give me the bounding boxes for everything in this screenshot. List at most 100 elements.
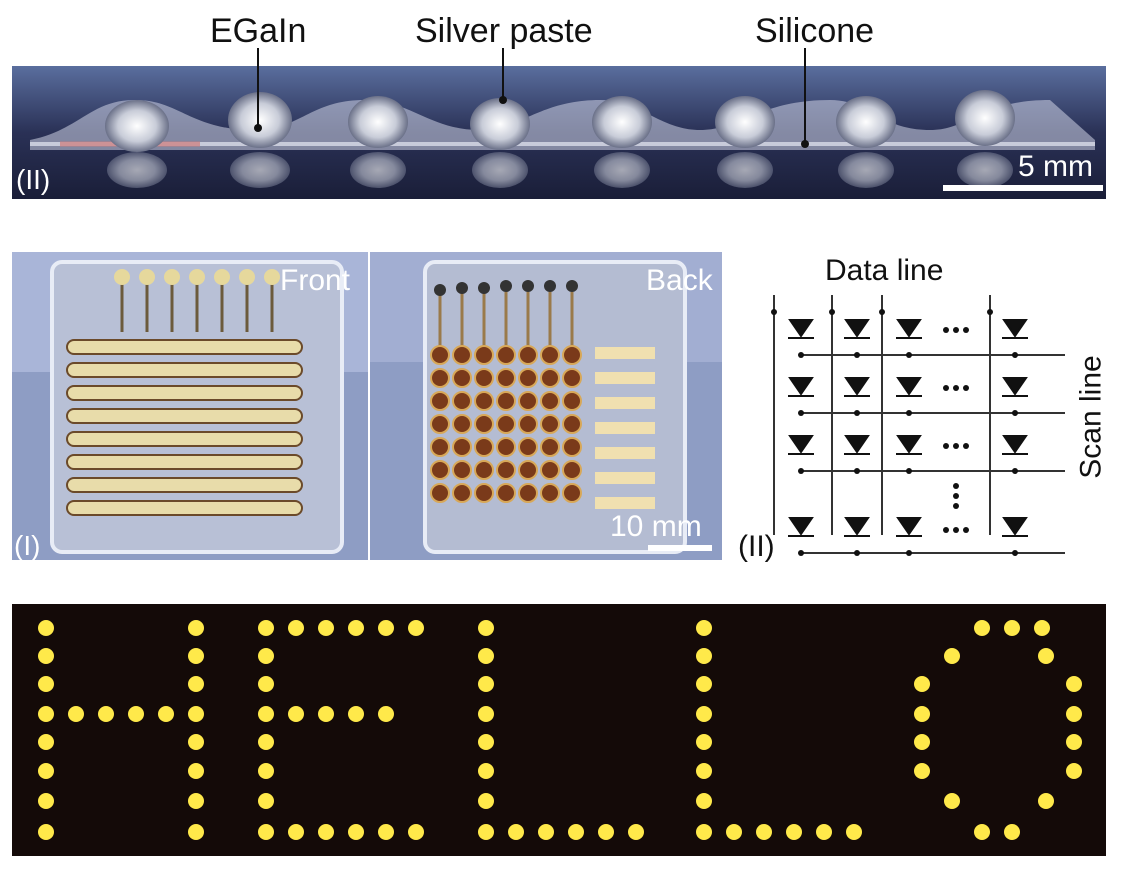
led-dot: [188, 793, 204, 809]
led-dot: [478, 676, 494, 692]
led-dot: [628, 824, 644, 840]
led-dot: [914, 706, 930, 722]
led-dot: [288, 824, 304, 840]
led-dot: [38, 734, 54, 750]
back-label: Back: [646, 264, 713, 297]
front-label: Front: [280, 264, 351, 297]
led-dot: [478, 620, 494, 636]
led-dot: [974, 620, 990, 636]
led-dot: [378, 706, 394, 722]
led-dot: [38, 824, 54, 840]
led-dot: [38, 793, 54, 809]
led-dot: [1004, 620, 1020, 636]
led-dot: [478, 824, 494, 840]
led-dot: [696, 824, 712, 840]
led-dot: [318, 620, 334, 636]
led-dot: [258, 620, 274, 636]
led-dot: [1004, 824, 1020, 840]
led-dot: [1066, 706, 1082, 722]
led-dot: [188, 763, 204, 779]
led-dot: [538, 824, 554, 840]
led-dot: [598, 824, 614, 840]
data-line-label: Data line: [825, 254, 944, 287]
panel-label-middle-left: (I): [14, 530, 41, 561]
led-dot: [816, 824, 832, 840]
led-dot: [318, 824, 334, 840]
led-dot: [258, 763, 274, 779]
led-dot: [1034, 620, 1050, 636]
led-dot: [568, 824, 584, 840]
led-dot: [944, 648, 960, 664]
led-dot: [378, 620, 394, 636]
led-dot: [1066, 676, 1082, 692]
scale-bar-middle: [648, 545, 712, 551]
led-dot: [696, 676, 712, 692]
led-dot: [38, 648, 54, 664]
led-dot: [288, 620, 304, 636]
led-dot: [258, 824, 274, 840]
led-dot: [846, 824, 862, 840]
scale-bar-label-top: 5 mm: [1018, 150, 1093, 183]
front-photo: [12, 252, 368, 560]
led-dot: [258, 676, 274, 692]
led-dot: [1038, 793, 1054, 809]
led-dot: [188, 620, 204, 636]
panel-label-schematic: (II): [738, 530, 775, 563]
led-dot: [98, 706, 114, 722]
led-dot: [726, 824, 742, 840]
led-dot: [38, 706, 54, 722]
led-dot: [478, 706, 494, 722]
back-photo: [370, 252, 722, 560]
led-dot: [696, 706, 712, 722]
led-dot: [318, 706, 334, 722]
led-dot: [756, 824, 772, 840]
led-dot: [1038, 648, 1054, 664]
label-silver-paste: Silver paste: [415, 12, 593, 50]
led-dot: [158, 706, 174, 722]
led-dot: [696, 793, 712, 809]
led-dot: [188, 734, 204, 750]
led-dot: [188, 824, 204, 840]
led-dot: [38, 676, 54, 692]
led-dot: [944, 793, 960, 809]
led-dot: [258, 793, 274, 809]
led-dot: [696, 734, 712, 750]
led-dot: [696, 648, 712, 664]
led-dot: [68, 706, 84, 722]
led-dot: [478, 763, 494, 779]
led-dot: [348, 620, 364, 636]
led-dot: [478, 793, 494, 809]
led-dot: [786, 824, 802, 840]
led-dot: [914, 763, 930, 779]
led-dot: [378, 824, 394, 840]
led-dot: [288, 706, 304, 722]
scale-bar-top: [943, 185, 1103, 191]
led-display-photo: [12, 604, 1106, 856]
led-dot: [38, 620, 54, 636]
led-dot: [188, 648, 204, 664]
led-dot: [408, 824, 424, 840]
led-dot: [508, 824, 524, 840]
led-dot: [258, 706, 274, 722]
led-dot: [478, 648, 494, 664]
led-dot: [478, 734, 494, 750]
panel-label-top: (II): [16, 164, 51, 195]
label-egain: EGaIn: [210, 12, 307, 50]
top-photo: [12, 48, 1106, 199]
led-dot: [38, 763, 54, 779]
led-dot: [914, 734, 930, 750]
led-dot: [188, 706, 204, 722]
led-dot: [696, 620, 712, 636]
led-dot: [258, 648, 274, 664]
led-dot: [974, 824, 990, 840]
led-dot: [1066, 763, 1082, 779]
label-silicone: Silicone: [755, 12, 875, 50]
led-dot: [188, 676, 204, 692]
led-dot: [1066, 734, 1082, 750]
led-dot: [128, 706, 144, 722]
led-dot: [408, 620, 424, 636]
led-dot: [258, 734, 274, 750]
matrix-schematic: [771, 295, 1065, 556]
led-dot: [348, 824, 364, 840]
led-dot: [348, 706, 364, 722]
